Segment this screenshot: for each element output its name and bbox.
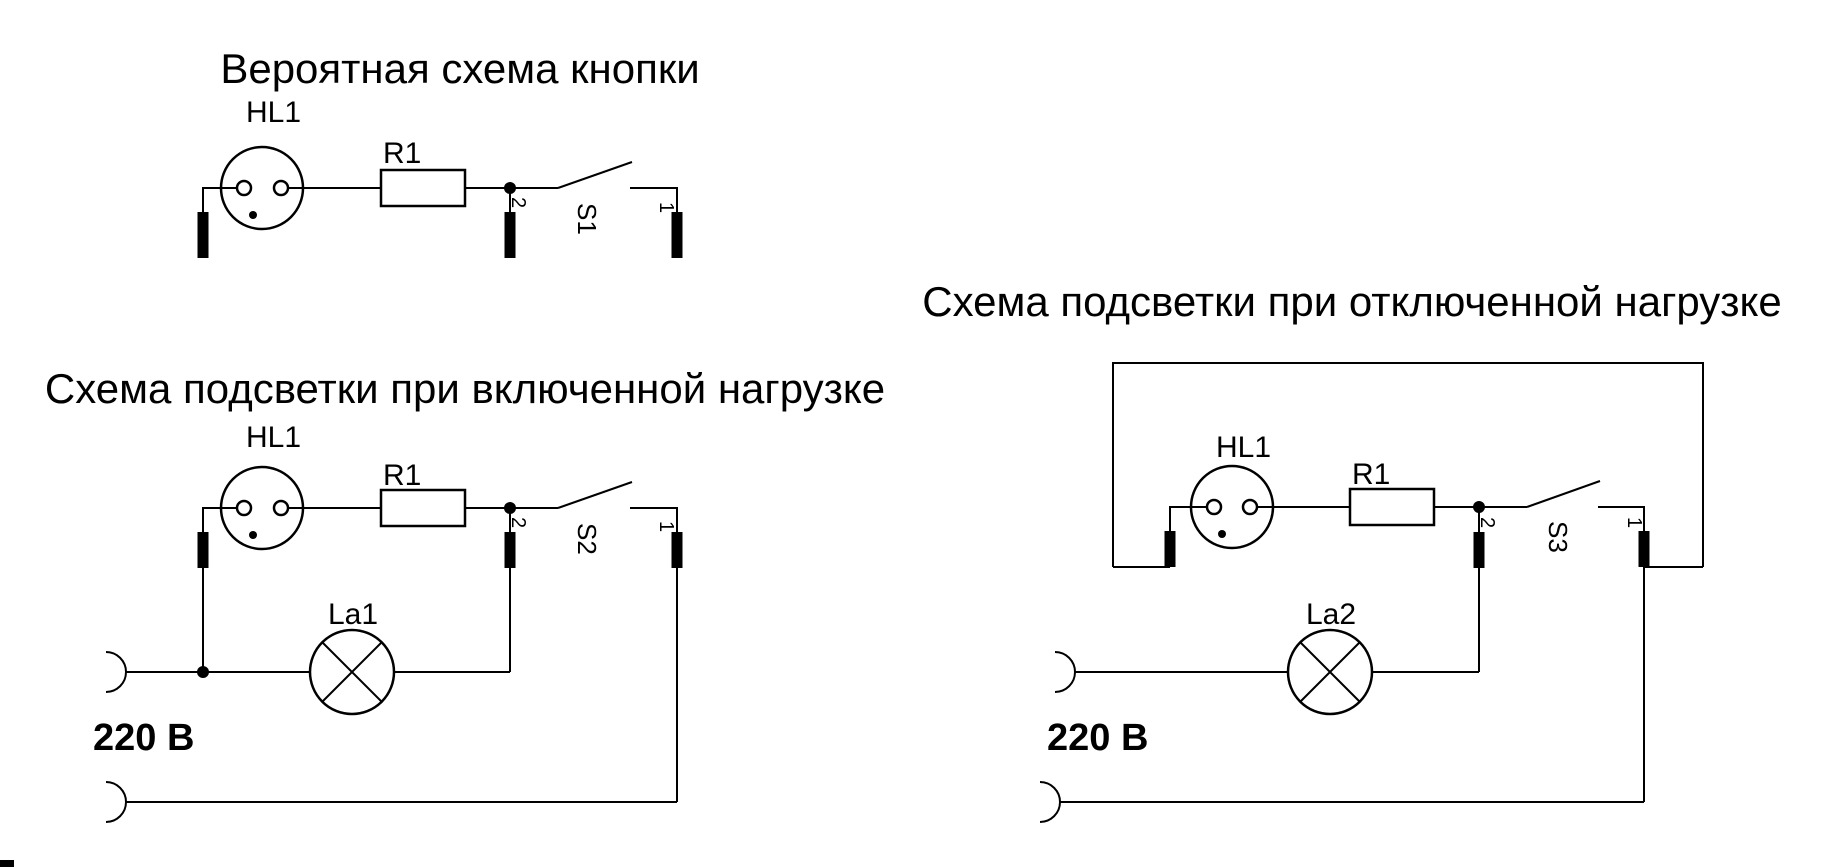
resistor-label: R1 — [383, 137, 421, 170]
pin1-label: 1 — [655, 202, 677, 213]
pin2-label: 2 — [507, 517, 529, 528]
wire — [1169, 506, 1207, 531]
terminal-bar — [1638, 531, 1650, 567]
lamp-cross-icon — [321, 641, 383, 703]
wire — [202, 187, 238, 212]
lamp-cross-icon — [1299, 641, 1361, 703]
pin1-label: 1 — [655, 521, 677, 532]
circuit-probable-button: Вероятная схема кнопки HL1 R1 2 S1 1 — [197, 45, 700, 258]
mains-pin-icon — [1039, 781, 1061, 823]
neon-electrode-icon — [235, 179, 253, 197]
switch-label: S3 — [1543, 521, 1573, 553]
pin1-label: 1 — [1623, 517, 1645, 528]
terminal-bar — [1473, 532, 1485, 568]
circuit3-title: Схема подсветки при отключенной нагрузке — [922, 278, 1782, 325]
switch-arm-icon — [557, 481, 633, 509]
neon-lamp-label: HL1 — [246, 96, 301, 129]
switch-label: S2 — [572, 523, 602, 555]
neon-gas-dot-icon — [1218, 530, 1226, 538]
resistor-label: R1 — [383, 459, 421, 492]
resistor-icon — [1348, 487, 1436, 527]
switch-label: S1 — [572, 203, 602, 235]
neon-electrode-icon — [1205, 498, 1223, 516]
load-lamp-label: La2 — [1306, 598, 1356, 631]
mains-pin-icon — [1054, 651, 1076, 693]
pin2-label: 2 — [507, 197, 529, 208]
neon-electrode-icon — [272, 179, 290, 197]
mains-pin-icon — [105, 781, 127, 823]
circuit2-title: Схема подсветки при включенной нагрузке — [45, 365, 885, 412]
neon-electrode-icon — [235, 499, 253, 517]
voltage-label: 220 В — [1047, 717, 1148, 759]
wire — [202, 507, 238, 532]
wire — [630, 187, 678, 212]
circuit-backlight-load-off: Схема подсветки при отключенной нагрузке… — [922, 278, 1782, 823]
terminal-bar — [197, 532, 209, 568]
terminal-bar — [504, 532, 516, 568]
resistor-icon — [379, 488, 467, 528]
switch-arm-icon — [1526, 480, 1601, 508]
circuit1-title: Вероятная схема кнопки — [220, 45, 699, 92]
terminal-bar — [671, 212, 683, 258]
terminal-bar — [197, 212, 209, 258]
load-lamp-label: La1 — [328, 598, 378, 631]
neon-gas-dot-icon — [249, 531, 257, 539]
neon-electrode-icon — [1241, 498, 1259, 516]
pin2-label: 2 — [1476, 517, 1498, 528]
junction-dot — [197, 666, 209, 678]
bypass-loop-wire — [1112, 362, 1704, 567]
circuit-backlight-load-on: Схема подсветки при включенной нагрузке … — [45, 365, 885, 823]
wire — [1598, 506, 1645, 531]
neon-gas-dot-icon — [249, 211, 257, 219]
terminal-bar — [671, 532, 683, 568]
mains-pin-icon — [105, 651, 127, 693]
neon-lamp-label: HL1 — [246, 421, 301, 454]
corner-artifact — [0, 860, 14, 867]
terminal-bar — [504, 212, 516, 258]
terminal-bar — [1164, 531, 1176, 567]
resistor-label: R1 — [1352, 458, 1390, 491]
switch-arm-icon — [557, 161, 633, 189]
neon-electrode-icon — [272, 499, 290, 517]
neon-lamp-label: HL1 — [1216, 431, 1271, 464]
resistor-icon — [379, 168, 467, 208]
voltage-label: 220 В — [93, 717, 194, 759]
wire — [630, 507, 678, 532]
